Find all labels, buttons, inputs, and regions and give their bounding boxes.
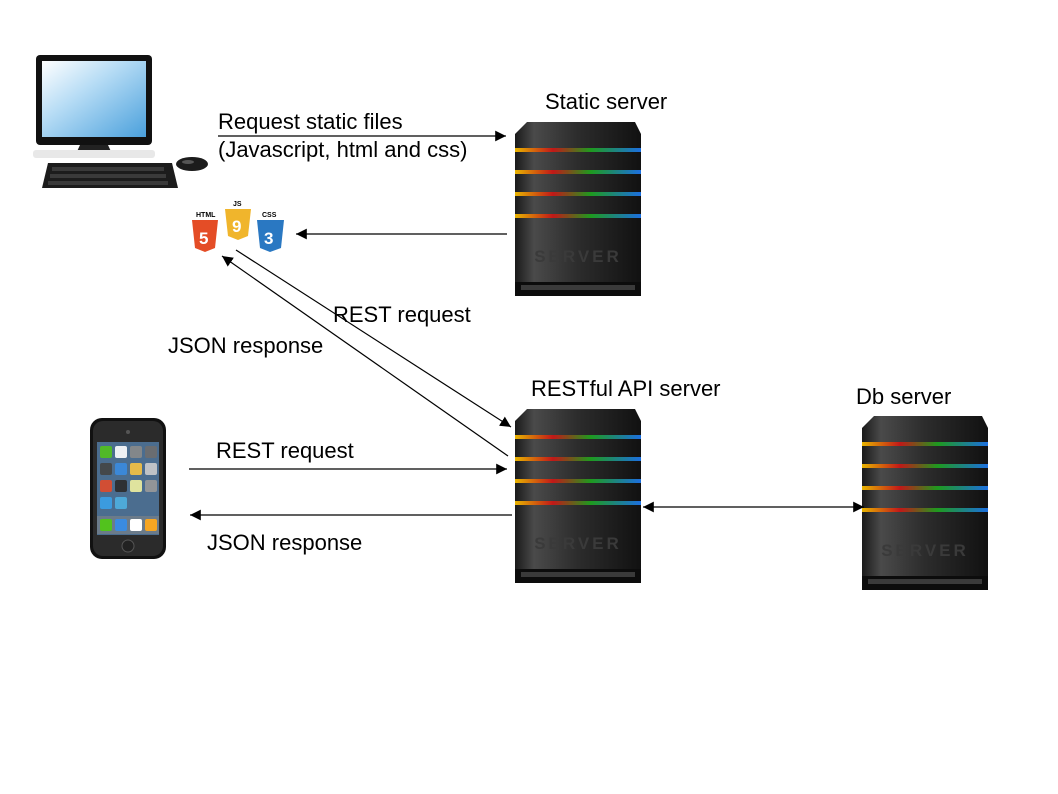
web-technologies-badges: HTML 5 JS 9 CSS 3 bbox=[192, 201, 284, 252]
svg-text:HTML: HTML bbox=[196, 212, 216, 219]
mobile-rest-request-label: REST request bbox=[216, 438, 354, 463]
css3-icon: CSS 3 bbox=[257, 212, 284, 252]
svg-text:SERVER: SERVER bbox=[881, 541, 969, 560]
request-static-label-line1: Request static files bbox=[218, 109, 403, 134]
api-server-icon: SERVER bbox=[515, 409, 641, 583]
db-server-icon: SERVER bbox=[862, 416, 988, 590]
smartphone-icon bbox=[90, 418, 166, 559]
static-server-icon: SERVER bbox=[515, 122, 641, 296]
browser-rest-request-arrow bbox=[235, 249, 512, 428]
javascript-icon: JS 9 bbox=[225, 201, 251, 240]
desktop-computer-icon bbox=[33, 55, 208, 188]
svg-text:JS: JS bbox=[233, 201, 242, 208]
browser-json-response-label: JSON response bbox=[168, 333, 323, 358]
svg-text:CSS: CSS bbox=[262, 212, 277, 219]
mobile-json-response-label: JSON response bbox=[207, 530, 362, 555]
api-server-label: RESTful API server bbox=[531, 376, 721, 401]
browser-rest-request-label: REST request bbox=[333, 302, 471, 327]
db-server-label: Db server bbox=[856, 384, 951, 409]
static-server-label: Static server bbox=[545, 89, 667, 114]
svg-text:3: 3 bbox=[264, 229, 273, 248]
html5-icon: HTML 5 bbox=[192, 212, 218, 252]
svg-text:5: 5 bbox=[199, 229, 208, 248]
browser-json-response-arrow bbox=[221, 255, 509, 457]
request-static-label-line2: (Javascript, html and css) bbox=[218, 137, 467, 162]
svg-text:SERVER: SERVER bbox=[534, 534, 622, 553]
svg-text:9: 9 bbox=[232, 217, 241, 236]
svg-text:SERVER: SERVER bbox=[534, 247, 622, 266]
